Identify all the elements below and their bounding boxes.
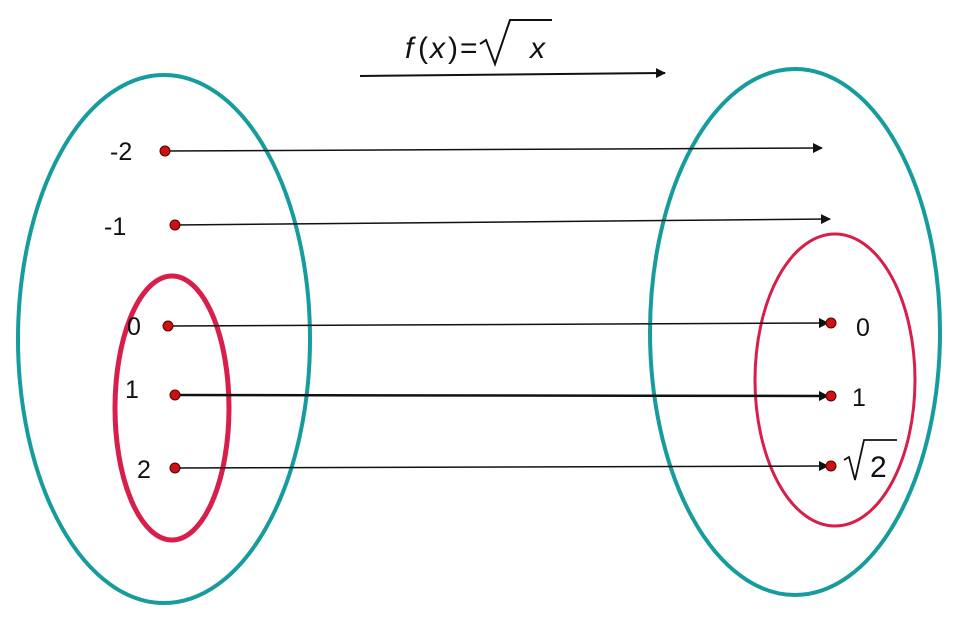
domain-point-1 [169,389,181,401]
mapping-arrow-2 [174,461,829,472]
title-radicand: x [528,32,546,65]
function-title: f ( x ) = x [359,19,666,79]
domain-label-0: 0 [127,313,141,341]
domain-point-2 [169,462,181,474]
mapping-arrow-1 [174,390,829,401]
domain-label-neg1: -1 [104,213,126,241]
title-sqrt-sign [479,19,552,67]
title-close-paren: ) [448,32,458,65]
title-f: f [405,32,416,65]
codomain-set-outline [648,67,942,597]
mapping-arrow-neg2 [164,143,823,154]
title-equals: = [460,32,478,65]
domain-set-outline [16,73,312,605]
codomain-label-1: 1 [852,384,866,412]
codomain-point-0 [825,317,837,329]
title-x: x [428,32,446,65]
title-open-paren: ( [418,32,428,65]
domain-point-0 [162,320,174,332]
mapping-arrow-0 [167,318,829,329]
sqrt-sign-icon [843,439,897,481]
codomain-label-sqrt2-radicand: 2 [870,451,887,484]
domain-label-1: 1 [125,376,139,404]
range-subset-outline [753,232,917,528]
domain-label-neg2: -2 [110,138,132,166]
codomain-label-0: 0 [856,314,870,342]
domain-label-2: 2 [137,456,151,484]
codomain-point-1 [825,390,837,402]
codomain-point-sqrt2 [825,460,837,472]
title-arrow [359,68,666,79]
domain-point-neg1 [169,219,181,231]
domain-point-neg2 [159,145,171,157]
mapping-arrow-neg1 [174,214,831,226]
domain-subset-outline [112,273,232,543]
